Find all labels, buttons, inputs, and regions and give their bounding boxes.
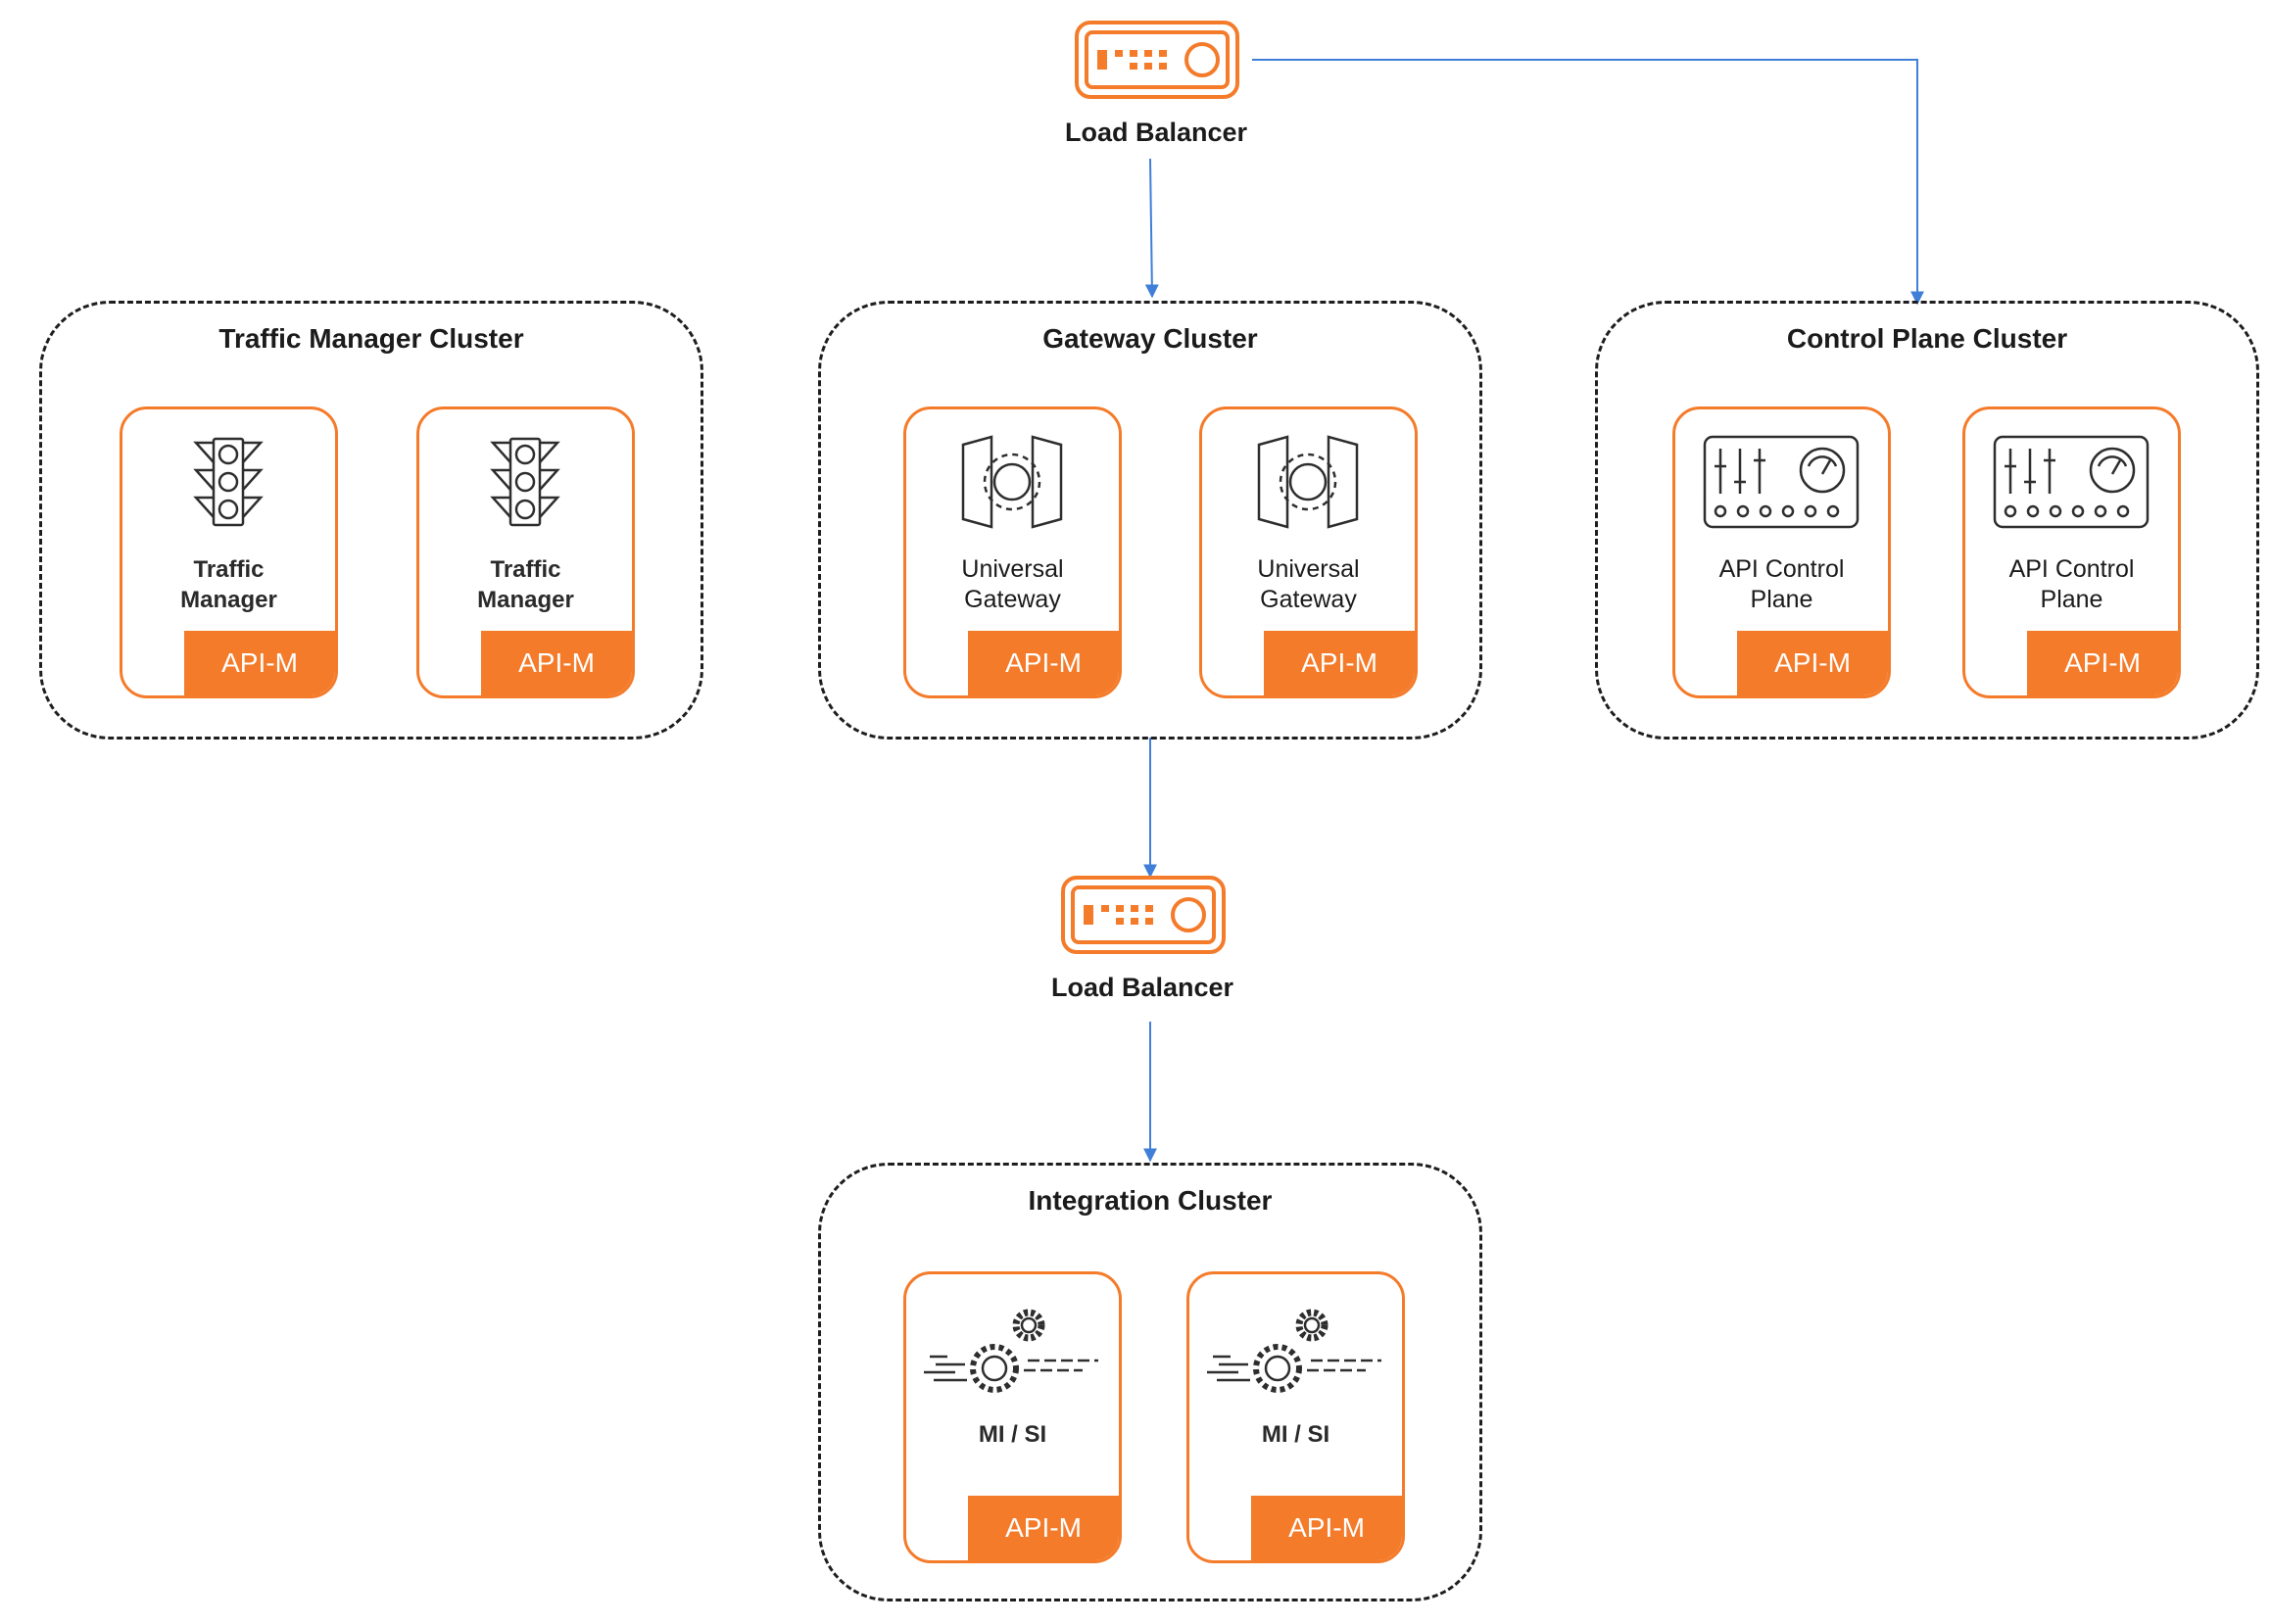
gateway-icon — [961, 435, 1063, 529]
connector-lb1-to-gateway — [1144, 158, 1159, 299]
cluster-title: Integration Cluster — [1028, 1185, 1273, 1216]
gears-icon — [924, 1309, 1098, 1393]
api-m-badge: API-M — [184, 631, 335, 695]
connector-lb1-to-control-plane — [1252, 59, 1924, 306]
traffic-manager-node: Traffic Manager API-M — [120, 406, 338, 698]
api-m-badge: API-M — [1251, 1496, 1402, 1560]
node-label: Traffic Manager — [477, 556, 574, 613]
traffic-light-icon — [490, 437, 560, 527]
api-m-badge: API-M — [2027, 631, 2178, 695]
node-label: API Control Plane — [2008, 555, 2135, 613]
api-m-badge: API-M — [1737, 631, 1888, 695]
load-balancer-bottom: Load Balancer — [1044, 875, 1240, 1022]
api-m-badge: API-M — [1264, 631, 1415, 695]
api-control-plane-node: API Control Plane API-M — [1962, 406, 2181, 698]
control-panel-icon — [1703, 435, 1860, 529]
universal-gateway-node: Universal Gateway API-M — [1199, 406, 1418, 698]
api-m-badge: API-M — [481, 631, 632, 695]
node-label: Traffic Manager — [180, 556, 277, 613]
api-m-badge: API-M — [968, 1496, 1119, 1560]
node-label: MI / SI — [978, 1421, 1047, 1448]
traffic-manager-node: Traffic Manager API-M — [416, 406, 635, 698]
control-plane-cluster: Control Plane Cluster API Control Plane … — [1595, 301, 2259, 740]
control-panel-icon — [1993, 435, 2150, 529]
mi-si-node: MI / SI API-M — [903, 1271, 1122, 1563]
load-balancer-label: Load Balancer — [1050, 973, 1234, 1002]
traffic-manager-cluster: Traffic Manager Cluster Traffic Manager … — [39, 301, 703, 740]
gateway-cluster: Gateway Cluster Universal Gateway API-M — [818, 301, 1482, 740]
node-label: Universal Gateway — [1257, 555, 1360, 613]
load-balancer-icon — [1075, 21, 1239, 99]
node-label: MI / SI — [1261, 1421, 1330, 1448]
integration-cluster: Integration Cluster MI / SI API-M — [818, 1163, 1482, 1601]
mi-si-node: MI / SI API-M — [1186, 1271, 1405, 1563]
load-balancer-label: Load Balancer — [1064, 118, 1248, 147]
api-control-plane-node: API Control Plane API-M — [1672, 406, 1891, 698]
load-balancer-icon — [1061, 876, 1226, 954]
load-balancer-top: Load Balancer — [1058, 20, 1254, 167]
universal-gateway-node: Universal Gateway API-M — [903, 406, 1122, 698]
traffic-light-icon — [193, 437, 264, 527]
gateway-icon — [1257, 435, 1359, 529]
node-label: API Control Plane — [1718, 555, 1845, 613]
node-label: Universal Gateway — [961, 555, 1064, 613]
cluster-title: Traffic Manager Cluster — [218, 323, 524, 354]
cluster-title: Control Plane Cluster — [1786, 323, 2068, 354]
cluster-title: Gateway Cluster — [1042, 323, 1258, 354]
api-m-badge: API-M — [968, 631, 1119, 695]
gears-icon — [1207, 1309, 1381, 1393]
